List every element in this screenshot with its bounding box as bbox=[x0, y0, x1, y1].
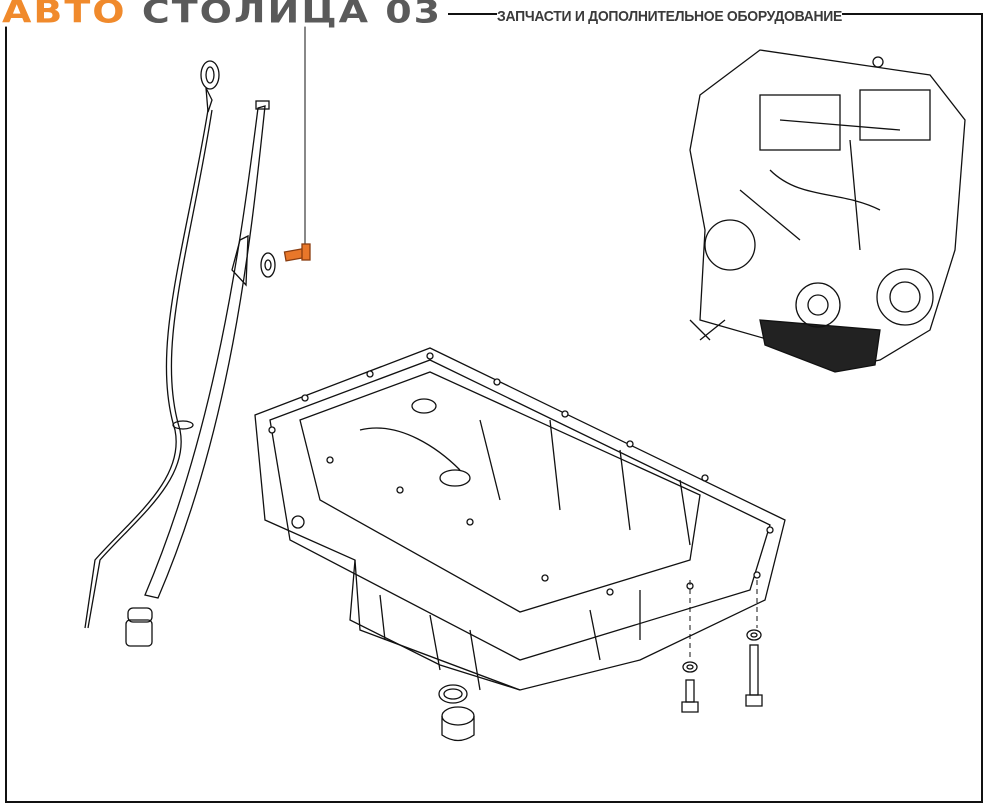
pan-washer-small[interactable] bbox=[682, 661, 698, 673]
tagline: ЗАПЧАСТИ И ДОПОЛНИТЕЛЬНОЕ ОБОРУДОВАНИЕ bbox=[497, 8, 843, 25]
diagram-frame bbox=[5, 13, 983, 803]
drain-plug-gasket[interactable] bbox=[438, 684, 468, 704]
pan-washer-long[interactable] bbox=[746, 629, 762, 641]
dipstick-guide-tube[interactable] bbox=[144, 100, 270, 599]
brand-logo: АВТО СТОЛИЦА 03 bbox=[2, 0, 449, 31]
logo-part2: СТОЛИЦА 03 bbox=[141, 0, 443, 31]
pan-bolt-short[interactable] bbox=[681, 679, 699, 713]
highlighted-bolt[interactable] bbox=[283, 20, 311, 262]
pan-bolt-long[interactable] bbox=[745, 644, 763, 707]
oil-pan[interactable] bbox=[254, 347, 786, 691]
oil-dipstick[interactable] bbox=[84, 60, 220, 629]
logo-part1: АВТО bbox=[2, 0, 127, 31]
engine-assembly-image bbox=[689, 49, 966, 373]
dipstick-seal-plug[interactable] bbox=[125, 607, 153, 647]
washer[interactable] bbox=[260, 252, 276, 278]
drain-plug[interactable] bbox=[441, 706, 475, 742]
